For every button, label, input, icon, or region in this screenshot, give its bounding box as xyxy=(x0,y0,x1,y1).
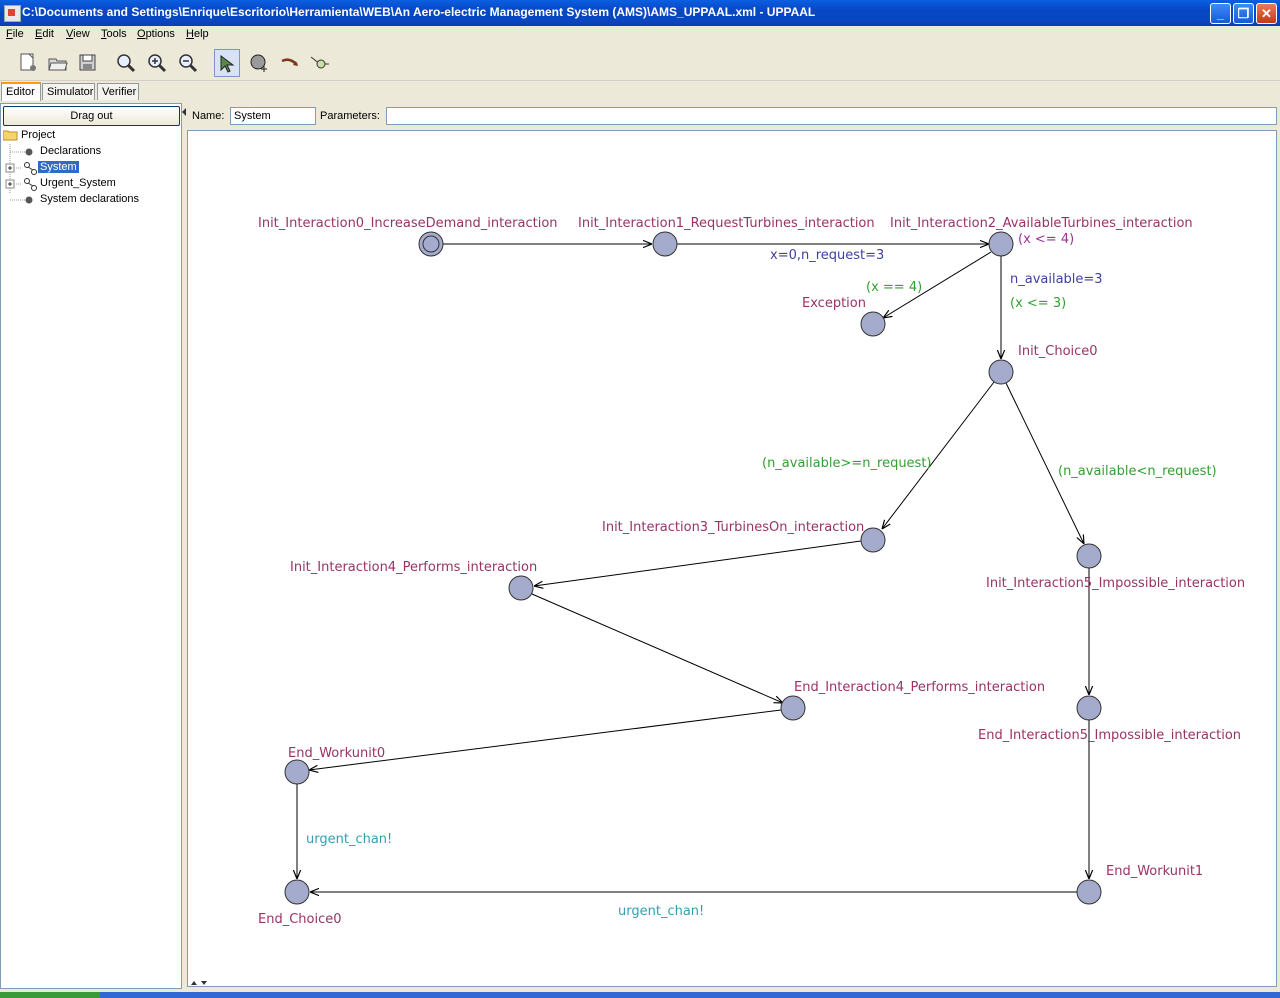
title-bar: C:\Documents and Settings\Enrique\Escrit… xyxy=(0,0,1280,26)
location-name: Init_Interaction5_Impossible_interaction xyxy=(986,576,1245,591)
tab-editor[interactable]: Editor xyxy=(1,82,41,101)
invariant-label: (x <= 4) xyxy=(1018,232,1074,247)
location-l3[interactable] xyxy=(860,311,886,337)
location-name: End_Interaction4_Performs_interaction xyxy=(794,680,1045,695)
location-name: Exception xyxy=(802,296,866,311)
app-icon xyxy=(4,5,21,22)
guard-label: (n_available>=n_request) xyxy=(762,456,932,471)
menu-help[interactable]: Help xyxy=(186,28,209,40)
zoom-icon[interactable] xyxy=(113,49,139,77)
location-l8[interactable] xyxy=(284,759,310,785)
location-name: End_Workunit1 xyxy=(1106,864,1203,879)
menu-view[interactable]: View xyxy=(66,28,90,40)
panel-splitter[interactable] xyxy=(182,103,187,989)
location-name: Init_Interaction2_AvailableTurbines_inte… xyxy=(890,216,1193,231)
scroll-indicator-icon xyxy=(191,981,207,985)
update-label: n_available=3 xyxy=(1010,272,1103,287)
select-tool-icon[interactable] xyxy=(214,49,240,77)
template-name-input[interactable]: System xyxy=(230,107,316,125)
menu-bar: File Edit View Tools Options Help xyxy=(0,26,1280,44)
location-l7[interactable] xyxy=(780,695,806,721)
tree-item-system-declarations[interactable]: System declarations xyxy=(40,193,140,205)
drag-out-button[interactable]: Drag out xyxy=(3,106,180,126)
menu-file[interactable]: File xyxy=(6,28,24,40)
tab-simulator[interactable]: Simulator xyxy=(42,83,95,100)
folder-icon xyxy=(2,129,18,141)
automaton-diagram: Init_Interaction0_IncreaseDemand_interac… xyxy=(258,216,1245,927)
parameters-label: Parameters: xyxy=(320,110,380,122)
taskbar-strip xyxy=(0,992,1280,998)
guard-label: (x == 4) xyxy=(866,280,922,295)
location-name: End_Workunit0 xyxy=(288,746,385,761)
save-icon[interactable] xyxy=(75,49,101,77)
location-l12[interactable] xyxy=(1076,879,1102,905)
zoom-out-icon[interactable] xyxy=(175,49,201,77)
minimize-button[interactable]: _ xyxy=(1210,3,1231,24)
window-title: C:\Documents and Settings\Enrique\Escrit… xyxy=(22,5,816,19)
location-name: End_Interaction5_Impossible_interaction xyxy=(978,728,1241,743)
name-label: Name: xyxy=(192,110,225,122)
tree-item-declarations[interactable]: Declarations xyxy=(40,145,102,157)
add-edge-icon[interactable] xyxy=(277,49,303,77)
tree-item-system[interactable]: System xyxy=(38,161,79,173)
zoom-in-icon[interactable] xyxy=(144,49,170,77)
tree-item-project[interactable]: Project xyxy=(21,129,56,141)
tree-lines xyxy=(5,144,37,204)
location-name: Init_Interaction1_RequestTurbines_intera… xyxy=(578,216,875,231)
add-nail-icon[interactable] xyxy=(307,49,333,77)
edge-l5-l6[interactable] xyxy=(534,540,862,586)
tab-verifier[interactable]: Verifier xyxy=(97,83,139,100)
menu-tools[interactable]: Tools xyxy=(101,28,127,40)
open-folder-icon[interactable] xyxy=(45,49,71,77)
location-l6[interactable] xyxy=(508,575,534,601)
close-button[interactable]: ✕ xyxy=(1256,3,1277,24)
edge-l4-l10[interactable] xyxy=(1005,382,1084,544)
sync-label: urgent_chan! xyxy=(306,832,392,847)
location-name: Init_Interaction0_IncreaseDemand_interac… xyxy=(258,216,558,231)
toolbar xyxy=(0,46,1280,81)
tree-item-urgent-system[interactable]: Urgent_System xyxy=(40,177,116,189)
new-document-icon[interactable] xyxy=(15,49,41,77)
edge-l7-l8[interactable] xyxy=(309,709,782,770)
location-l10[interactable] xyxy=(1076,543,1102,569)
location-l9[interactable] xyxy=(284,879,310,905)
guard-label: (x <= 3) xyxy=(1010,296,1066,311)
sync-label: urgent_chan! xyxy=(618,904,704,919)
add-location-icon[interactable] xyxy=(246,49,272,77)
location-l1[interactable] xyxy=(652,231,678,257)
template-header: Name: System Parameters: xyxy=(188,106,1278,128)
location-l4[interactable] xyxy=(988,359,1014,385)
edge-l4-l5[interactable] xyxy=(882,381,995,529)
automaton-canvas[interactable]: Init_Interaction0_IncreaseDemand_interac… xyxy=(187,130,1277,987)
project-tree-panel xyxy=(0,103,182,989)
location-l2[interactable] xyxy=(988,231,1014,257)
menu-edit[interactable]: Edit xyxy=(35,28,54,40)
location-name: Init_Interaction4_Performs_interaction xyxy=(290,560,537,575)
update-label: x=0,n_request=3 xyxy=(770,248,884,263)
template-parameters-input[interactable] xyxy=(386,107,1277,125)
location-name: End_Choice0 xyxy=(258,912,342,927)
location-l11[interactable] xyxy=(1076,695,1102,721)
guard-label: (n_available<n_request) xyxy=(1058,464,1217,479)
edge-l6-l7[interactable] xyxy=(531,593,783,703)
location-l5[interactable] xyxy=(860,527,886,553)
edge-l2-l3[interactable] xyxy=(883,251,992,318)
location-name: Init_Interaction3_TurbinesOn_interaction xyxy=(602,520,864,535)
maximize-button[interactable]: ❐ xyxy=(1233,3,1254,24)
menu-options[interactable]: Options xyxy=(137,28,175,40)
location-name: Init_Choice0 xyxy=(1018,344,1098,359)
location-l0-initial-ring xyxy=(422,235,440,253)
